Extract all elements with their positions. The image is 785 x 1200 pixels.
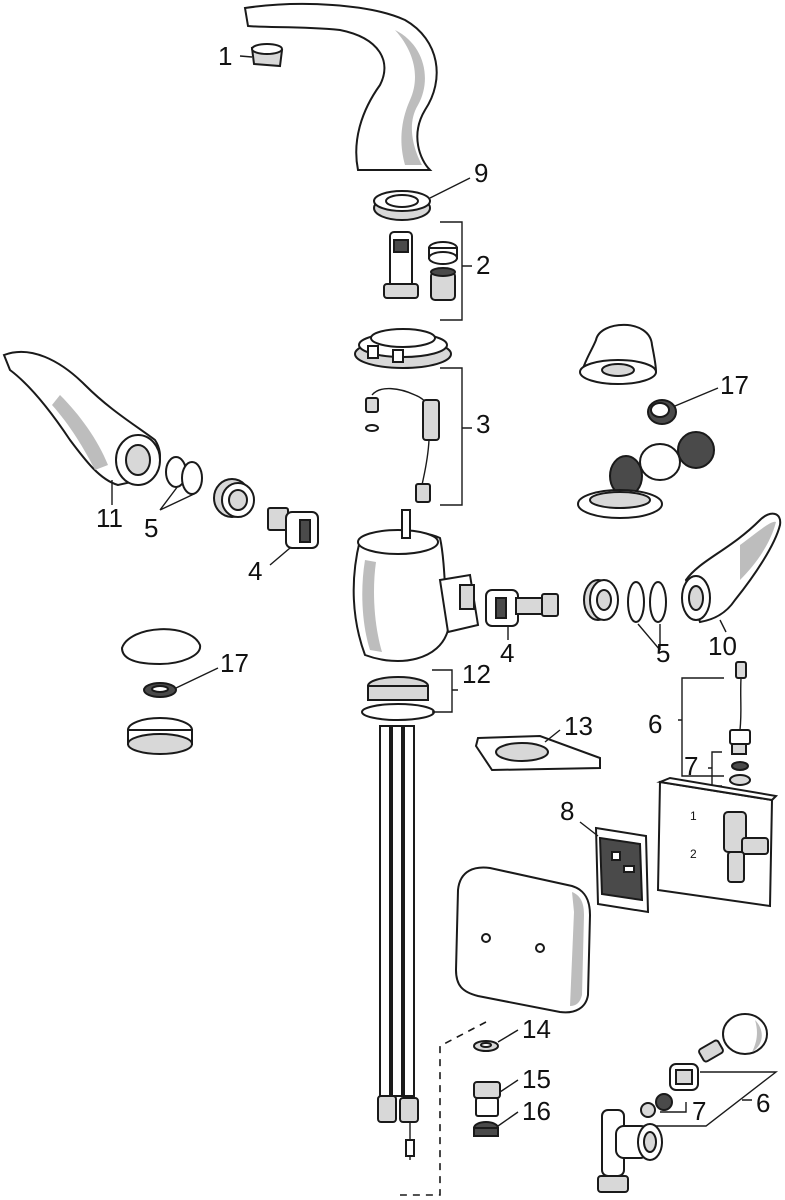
- callout-8: 8: [560, 796, 574, 826]
- supply-hoses: [377, 725, 419, 1160]
- sensor-cap-part: [579, 323, 658, 385]
- fitting-part: [473, 1081, 501, 1117]
- valve-stem-right: [485, 589, 559, 627]
- solenoid-valve-lower: [669, 1039, 724, 1091]
- base-ring-part: [354, 328, 452, 369]
- callout-15: 15: [522, 1064, 551, 1094]
- left-lever-handle: [2, 350, 161, 487]
- washer-part: [473, 1040, 499, 1052]
- callout-2: 2: [476, 250, 490, 280]
- bushing-left: [213, 478, 255, 518]
- callout-9: 9: [474, 158, 488, 188]
- sensor-cable-part: [365, 387, 440, 503]
- end-cap-part: [722, 1013, 768, 1055]
- callout-17-right: 17: [720, 370, 749, 400]
- callout-6-upper: 6: [648, 709, 662, 739]
- control-plate-label-1: 1: [690, 809, 697, 823]
- bushing-right: [583, 579, 619, 621]
- callout-5-left: 5: [144, 513, 158, 543]
- valve-body: [352, 509, 480, 662]
- callout-13: 13: [564, 711, 593, 741]
- cartridge-assembly: [383, 231, 458, 301]
- right-lever-handle: [681, 512, 782, 624]
- callout-17-left: 17: [220, 648, 249, 678]
- callout-3: 3: [476, 409, 490, 439]
- seals-upper: [729, 761, 751, 786]
- callout-16: 16: [522, 1096, 551, 1126]
- callout-11: 11: [96, 503, 123, 533]
- o-rings-left: [165, 456, 203, 495]
- deck-plate-part: [474, 734, 601, 772]
- sensor-module-part: [577, 431, 715, 519]
- o-rings-right: [627, 581, 667, 623]
- seals-lower: [640, 1093, 673, 1118]
- faucet-spout: [243, 3, 438, 171]
- control-box-part: 1 2: [656, 776, 779, 908]
- button-part-right: [647, 399, 677, 425]
- retaining-ring-part: [373, 190, 431, 221]
- callout-12: 12: [462, 659, 491, 689]
- button-cap-left: [120, 628, 202, 755]
- cover-plate-part: [454, 866, 592, 1014]
- callout-14: 14: [522, 1014, 551, 1044]
- callout-6-lower: 6: [756, 1088, 770, 1118]
- callout-7-upper: 7: [684, 751, 698, 781]
- callout-4-left: 4: [248, 556, 262, 586]
- callout-7-lower: 7: [692, 1096, 706, 1126]
- circuit-board-part: [594, 826, 650, 914]
- callout-1: 1: [218, 41, 232, 71]
- callout-5-right: 5: [656, 638, 670, 668]
- bushing-16-part: [473, 1121, 499, 1137]
- mounting-nut-part: [361, 676, 435, 721]
- valve-stem-left: [267, 507, 319, 549]
- callout-4-right: 4: [500, 638, 514, 668]
- aerator-part: [250, 43, 284, 68]
- tee-valve-body: [597, 1109, 663, 1193]
- control-plate-label-2: 2: [690, 847, 697, 861]
- solenoid-cable-upper: [729, 661, 751, 755]
- callout-10: 10: [708, 631, 737, 661]
